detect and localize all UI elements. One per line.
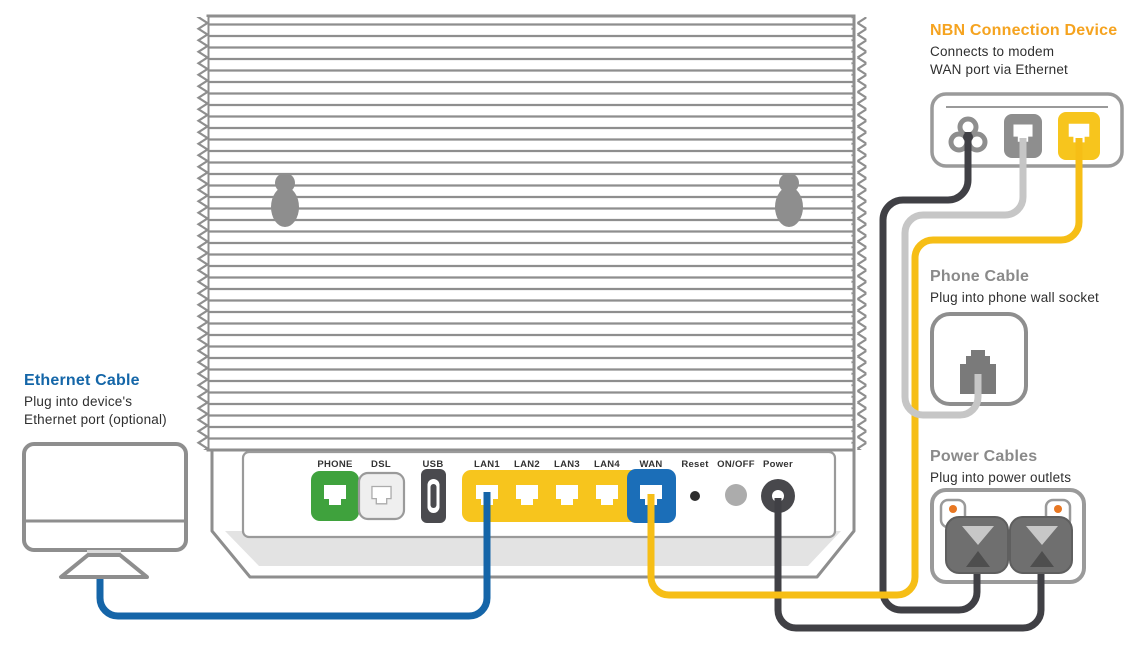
port-label-lan2: LAN2 <box>513 459 541 470</box>
phone-cable-annotation: Phone Cable Plug into phone wall socket <box>930 268 1099 307</box>
nbn-phone-port <box>1004 114 1042 158</box>
port-label-dsl: DSL <box>371 459 391 470</box>
power-cables-title: Power Cables <box>930 448 1038 465</box>
nbn-device-title: NBN Connection Device <box>930 22 1118 39</box>
usb-port <box>421 469 446 523</box>
port-label-lan4: LAN4 <box>593 459 621 470</box>
phone-cable-desc-line1: Plug into phone wall socket <box>930 290 1100 305</box>
wall-mount-keyhole-left <box>271 173 299 227</box>
phone-jack <box>960 350 996 394</box>
power-cables-annotation: Power Cables Plug into power outlets <box>930 448 1071 487</box>
port-label-onoff: ON/OFF <box>717 459 755 470</box>
lan-ports <box>462 470 640 522</box>
port-label-phone: PHONE <box>317 459 353 470</box>
ethernet-cable <box>96 492 491 620</box>
power-plug-left <box>945 516 1009 574</box>
nbn-power-cable <box>879 132 981 614</box>
power-plug-right <box>1009 516 1073 574</box>
power-cables-desc-line1: Plug into power outlets <box>930 470 1072 485</box>
port-label-lan1: LAN1 <box>473 459 501 470</box>
computer-monitor <box>22 442 188 579</box>
nbn-device-desc-line2: WAN port via Ethernet <box>930 62 1069 77</box>
wall-mount-keyhole-right <box>775 173 803 227</box>
modem-back <box>195 14 867 579</box>
modem-fins <box>208 16 854 450</box>
port-label-reset: Reset <box>681 459 709 470</box>
wan-ethernet-cable <box>647 138 1083 599</box>
dsl-port <box>357 471 406 521</box>
monitor-stand <box>59 553 149 579</box>
port-label-lan3: LAN3 <box>553 459 581 470</box>
ethernet-cable-title: Ethernet Cable <box>24 372 140 389</box>
phone-port <box>311 471 359 521</box>
modem-base-shadow <box>225 531 841 566</box>
nbn-device-desc-line1: Connects to modem <box>930 44 1055 59</box>
nbn-wan-port <box>1058 112 1100 160</box>
nbn-connection-device <box>930 92 1124 168</box>
modem-power-cable <box>774 498 1045 632</box>
phone-cable <box>901 138 1027 419</box>
on-off-button <box>725 484 747 506</box>
ethernet-cable-annotation: Ethernet Cable Plug into device's Ethern… <box>24 372 167 429</box>
modem-fin-edge-right <box>851 17 867 450</box>
port-label-power: Power <box>762 459 794 470</box>
port-label-usb: USB <box>422 459 444 470</box>
port-label-wan: WAN <box>639 459 663 470</box>
ethernet-cable-desc-line2: Ethernet port (optional) <box>24 412 167 427</box>
modem-fin-edge-left <box>195 17 211 450</box>
ethernet-cable-desc-line1: Plug into device's <box>24 394 133 409</box>
reset-button <box>690 491 700 501</box>
nbn-device-annotation: NBN Connection Device Connects to modem … <box>930 22 1117 79</box>
phone-cable-title: Phone Cable <box>930 268 1030 285</box>
